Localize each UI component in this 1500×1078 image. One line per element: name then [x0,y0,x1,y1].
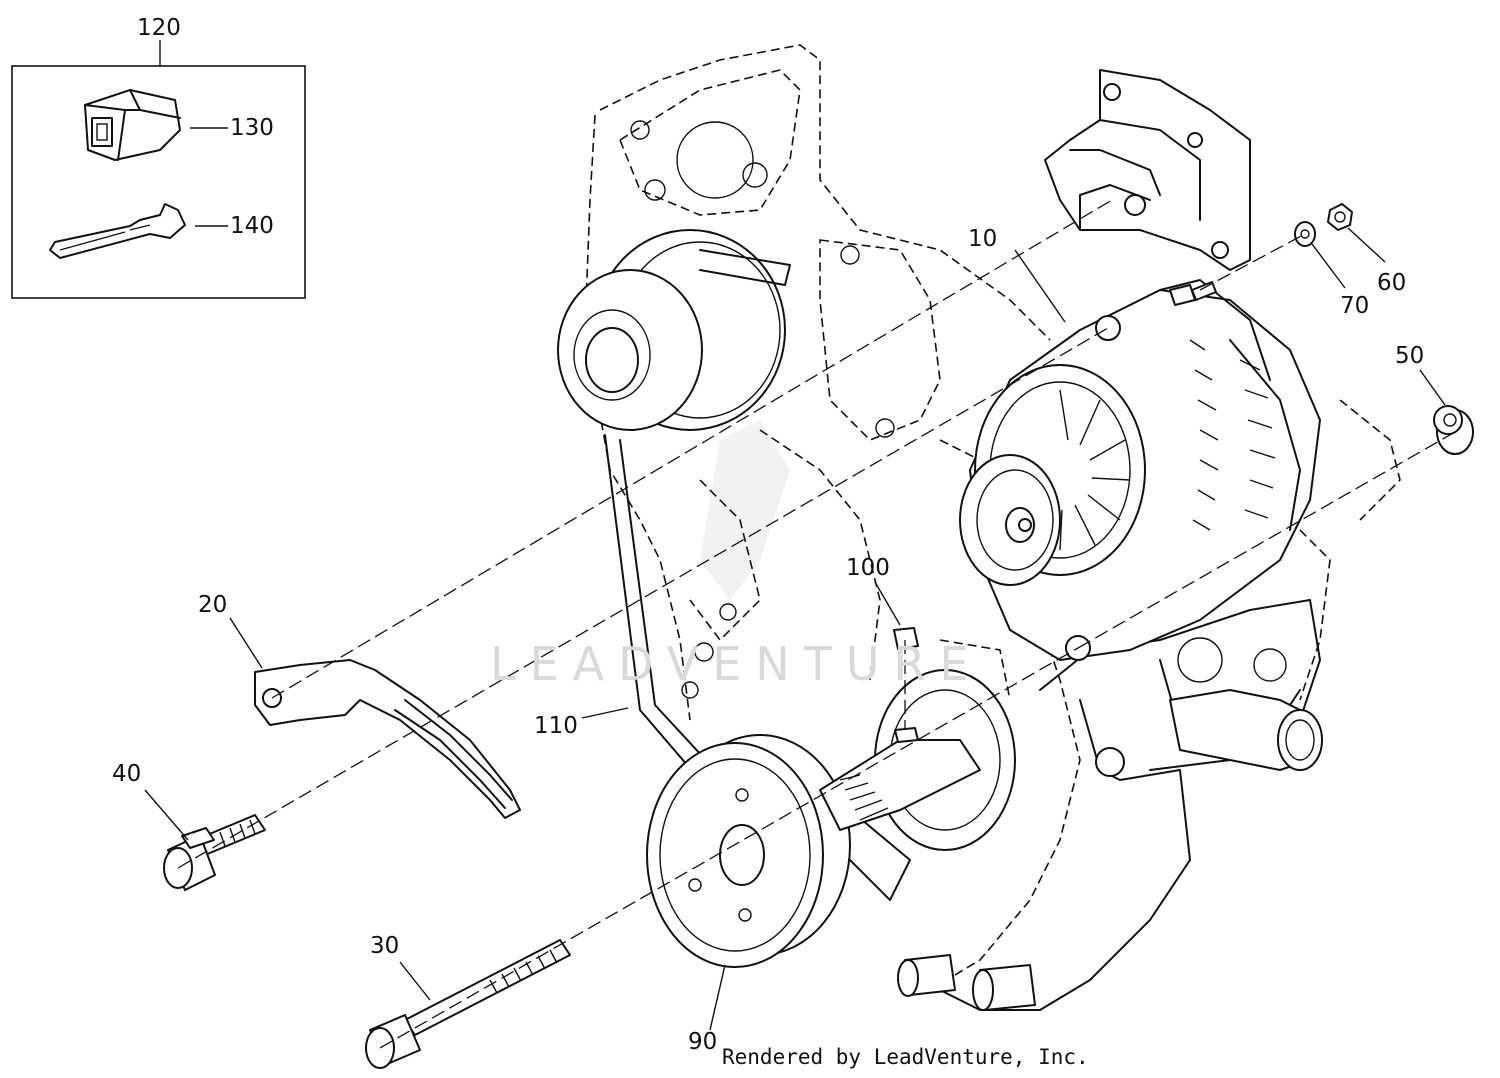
callout-120: 120 [137,15,181,41]
callout-130: 130 [230,115,274,141]
water-pump-pulley [557,229,786,431]
flange-nut-50 [1433,405,1474,455]
callout-60: 60 [1377,270,1406,296]
alternator [959,279,1321,661]
nut-60 [1327,203,1353,231]
connector-housing-130 [84,89,181,161]
callout-20: 20 [198,592,227,618]
leader-lines [144,127,1446,1031]
render-credit: Rendered by LeadVenture, Inc. [722,1045,1089,1069]
watermark-text: LEADVENTURE [490,637,983,691]
watermark-logo [700,420,790,600]
callout-140: 140 [230,213,274,239]
fan-belt [604,249,911,901]
assembly-lines [177,199,1456,1049]
callout-90: 90 [688,1029,717,1055]
woodruff-key [893,627,919,743]
crankshaft-pulley [646,734,981,968]
adjusting-bracket [254,659,521,819]
terminal-pin-140 [49,203,186,259]
callout-40: 40 [112,761,141,787]
callout-110: 110 [534,713,578,739]
callout-50: 50 [1395,343,1424,369]
upper-mount-bracket [1044,69,1251,271]
callout-30: 30 [370,933,399,959]
connector-kit-box [11,40,306,299]
lock-washer-70 [1294,221,1316,247]
callout-70: 70 [1340,293,1369,319]
callout-10: 10 [968,226,997,252]
callout-100: 100 [846,555,890,581]
bolt-30 [365,939,571,1069]
